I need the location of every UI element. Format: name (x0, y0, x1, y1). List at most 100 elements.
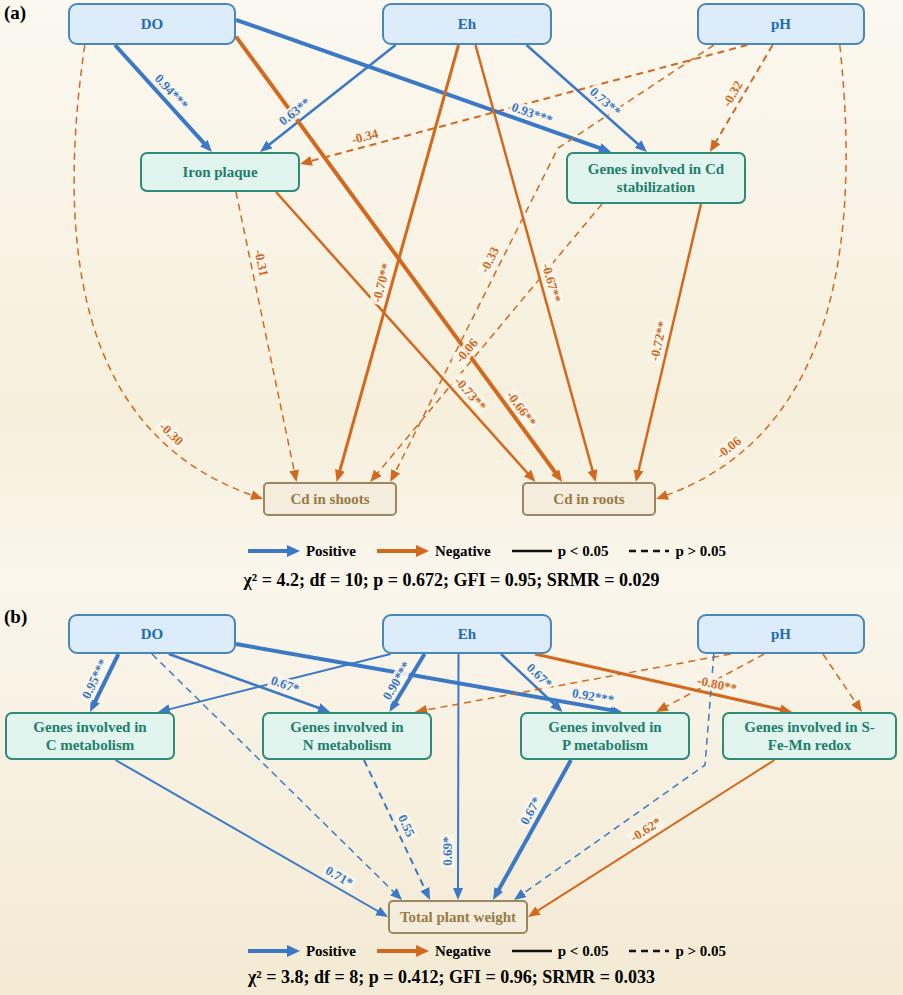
legend-row: Positive Negative p < 0.05 p > 0.05 (70, 541, 903, 561)
node-label: DO (141, 625, 164, 643)
mediator-box: Genes involved in C metabolism (5, 712, 175, 760)
path-arrow (823, 654, 858, 705)
legend-text: Negative (435, 943, 491, 960)
legend-arrow-head (287, 945, 300, 957)
path-arrow (714, 45, 773, 145)
path-arrow (169, 654, 323, 709)
legend-text: Positive (306, 943, 356, 960)
node-label: Total plant weight (400, 908, 516, 926)
path-arrow (535, 760, 775, 913)
legend-arrow-head (416, 545, 429, 557)
fit-statistics: χ² = 4.2; df = 10; p = 0.672; GFI = 0.95… (0, 570, 903, 591)
node-label: Iron plaque (182, 163, 257, 181)
variable-box: DO (68, 3, 236, 45)
variable-box: DO (68, 614, 236, 654)
outcome-box: Cd in shoots (263, 482, 397, 516)
path-arrow (308, 45, 748, 162)
path-arrow (501, 654, 557, 707)
path-coefficient: -0.32 (719, 76, 747, 110)
legend-arrow-shaft (248, 949, 289, 953)
legend-arrow (247, 944, 301, 958)
path-arrow (74, 45, 255, 496)
path-arrow (364, 760, 427, 893)
legend-item: p < 0.05 (511, 943, 609, 960)
variable-box: Eh (382, 3, 552, 45)
panel-letter: (b) (4, 606, 27, 628)
legend-line (511, 544, 553, 558)
path-arrow (166, 654, 391, 710)
mediator-box: Genes involved in S-Fe-Mn redox (722, 712, 897, 760)
legend-item: p < 0.05 (511, 543, 609, 560)
mediator-box: Genes involved in P metabolism (520, 712, 690, 760)
path-arrow (236, 192, 295, 474)
legend-line (628, 544, 670, 558)
legend-text: Negative (435, 543, 491, 560)
legend-text: Positive (306, 543, 356, 560)
node-label: Genes involved in C metabolism (27, 718, 153, 754)
node-label: Genes involved in N metabolism (284, 718, 410, 754)
path-arrow (339, 45, 459, 474)
variable-box: Eh (382, 614, 552, 654)
path-arrow (476, 45, 594, 474)
legend-line-sample (512, 950, 552, 953)
legend-line (511, 944, 553, 958)
panel-letter: (a) (4, 2, 26, 24)
outcome-box: Total plant weight (388, 900, 528, 934)
path-coefficient: -0.06 (712, 432, 745, 463)
path-arrow (152, 654, 396, 894)
path-coefficient: -0.67** (539, 260, 564, 306)
legend-line-sample (629, 950, 669, 953)
legend-line-sample (629, 550, 669, 553)
node-label: Cd in shoots (290, 490, 369, 508)
path-arrow (236, 37, 558, 476)
node-label: Eh (458, 625, 476, 643)
path-coefficient: 0.69* (441, 834, 455, 867)
node-label: Eh (458, 15, 476, 33)
legend-line (628, 944, 670, 958)
legend-arrow-head (287, 545, 300, 557)
legend-item: p > 0.05 (628, 943, 726, 960)
legend-row: Positive Negative p < 0.05 p > 0.05 (70, 941, 903, 961)
path-arrow (276, 192, 530, 476)
legend-line-sample (512, 550, 552, 553)
legend-arrow-shaft (377, 949, 418, 953)
legend-arrow-head (416, 945, 429, 957)
path-arrow (116, 760, 382, 913)
path-coefficient: -0.30 (155, 418, 187, 450)
outcome-box: Cd in roots (522, 482, 656, 516)
legend-arrow-shaft (248, 549, 289, 553)
legend-text: p < 0.05 (558, 543, 609, 560)
path-coefficient: 0.55 (394, 811, 418, 841)
legend-arrow (247, 544, 301, 558)
variable-box: pH (697, 3, 865, 45)
node-label: Genes involved in S-Fe-Mn redox (744, 718, 875, 754)
legend-item: Negative (376, 943, 491, 960)
legend-arrow (376, 544, 430, 558)
legend-text: p < 0.05 (558, 943, 609, 960)
mediator-box: Genes involved in N metabolism (262, 712, 432, 760)
path-arrow (638, 204, 701, 474)
node-label: DO (141, 15, 164, 33)
legend-item: Negative (376, 543, 491, 560)
variable-box: pH (697, 614, 865, 654)
path-arrow (115, 45, 207, 146)
mediator-box: Genes involved in Cd stabilization (566, 152, 746, 204)
mediator-box: Iron plaque (140, 152, 300, 192)
path-coefficient: -0.80** (694, 673, 740, 697)
legend-text: p > 0.05 (675, 943, 726, 960)
legend-arrow (376, 944, 430, 958)
path-arrow (535, 654, 784, 710)
path-arrow (497, 760, 571, 893)
legend-item: Positive (247, 943, 356, 960)
node-label: Cd in roots (553, 490, 624, 508)
node-label: Genes involved in P metabolism (542, 718, 668, 754)
legend-item: p > 0.05 (628, 543, 726, 560)
path-coefficient: -0.33 (477, 243, 504, 277)
path-arrow (457, 654, 460, 892)
path-arrow (423, 654, 731, 711)
legend-arrow-shaft (377, 549, 418, 553)
path-arrow (266, 45, 395, 147)
path-coefficient: -0.72** (647, 318, 671, 364)
path-coefficient: 0.67* (522, 659, 556, 692)
